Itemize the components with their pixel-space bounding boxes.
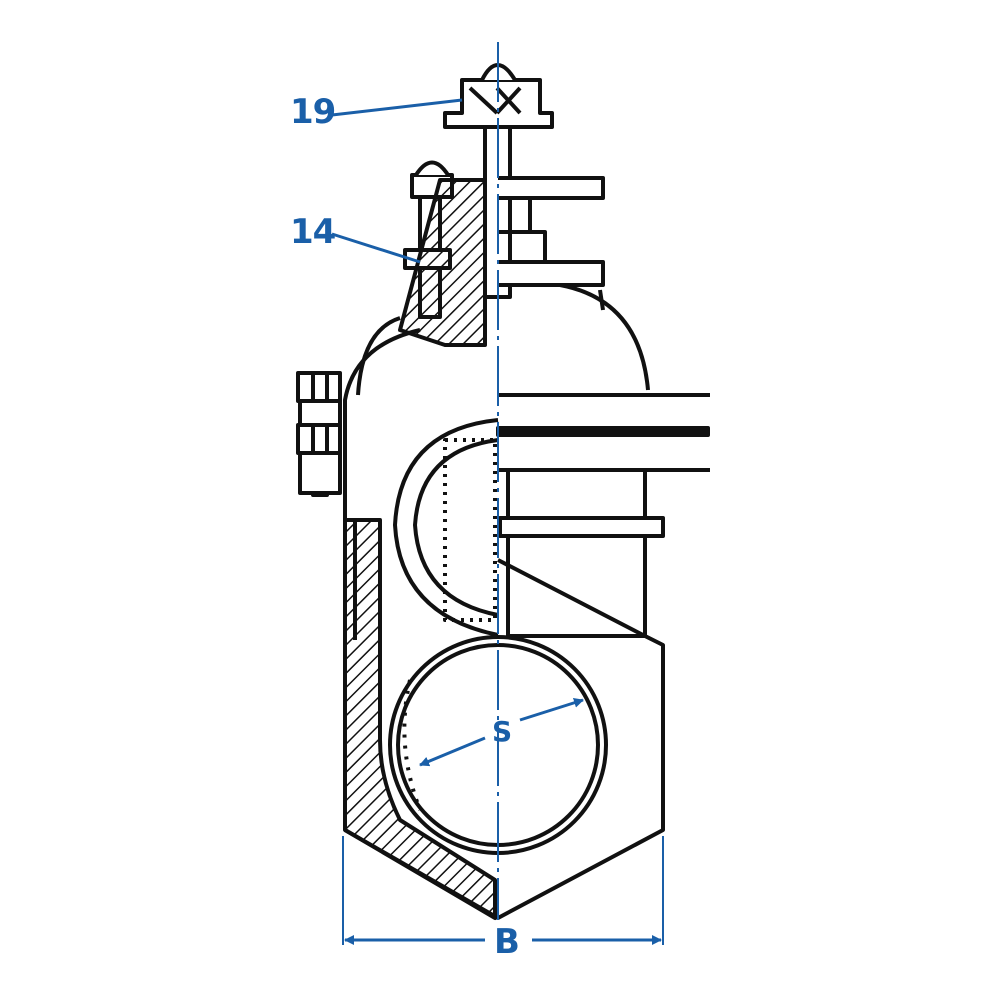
- callout-14: 14: [290, 212, 336, 252]
- dimension-s-label: S: [492, 715, 513, 748]
- dimension-b-label: B: [494, 922, 520, 962]
- side-bolt: [296, 371, 342, 497]
- dim-s-right: [519, 697, 584, 722]
- leader-14: [331, 232, 421, 264]
- dim-s-left: [419, 736, 486, 767]
- leader-19: [331, 98, 463, 117]
- callout-19: 19: [290, 92, 336, 132]
- valve-outline: [296, 63, 710, 920]
